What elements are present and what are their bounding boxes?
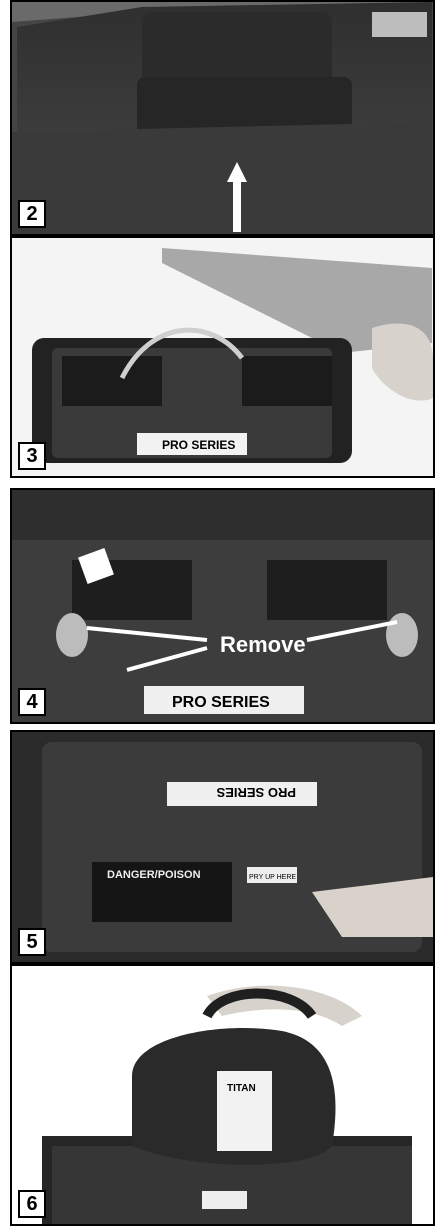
step-number: 6 [18, 1190, 46, 1218]
step-number: 3 [18, 442, 46, 470]
pry-up-tab: PRY UP HERE [249, 874, 296, 881]
bottle-brand-label: TITAN [227, 1083, 256, 1094]
danger-poison-label: DANGER/POISON [107, 869, 201, 881]
step-3-photo: PRO SERIES 3 [10, 236, 435, 478]
battery-box-lid-image [12, 2, 433, 234]
step-number: 5 [18, 928, 46, 956]
battery-brand-label: PRO SERIES [172, 694, 270, 711]
pry-up-label-image: PRO SERIES DANGER/POISON PRY UP HERE [12, 732, 433, 962]
remove-terminals-image: PRO SERIES Remove [12, 490, 433, 722]
step-number: 2 [18, 200, 46, 228]
filling-battery-image: TITAN [12, 966, 433, 1224]
step-number: 4 [18, 688, 46, 716]
remove-callout: Remove [220, 632, 306, 657]
step-2-photo: 2 [10, 0, 435, 236]
battery-brand-label: PRO SERIES [216, 785, 296, 800]
battery-top-image: PRO SERIES [12, 238, 433, 476]
step-5-photo: PRO SERIES DANGER/POISON PRY UP HERE 5 [10, 730, 435, 964]
battery-brand-label: PRO SERIES [162, 438, 235, 452]
step-4-photo: PRO SERIES Remove 4 [10, 488, 435, 724]
step-6-photo: TITAN 6 [10, 964, 435, 1226]
